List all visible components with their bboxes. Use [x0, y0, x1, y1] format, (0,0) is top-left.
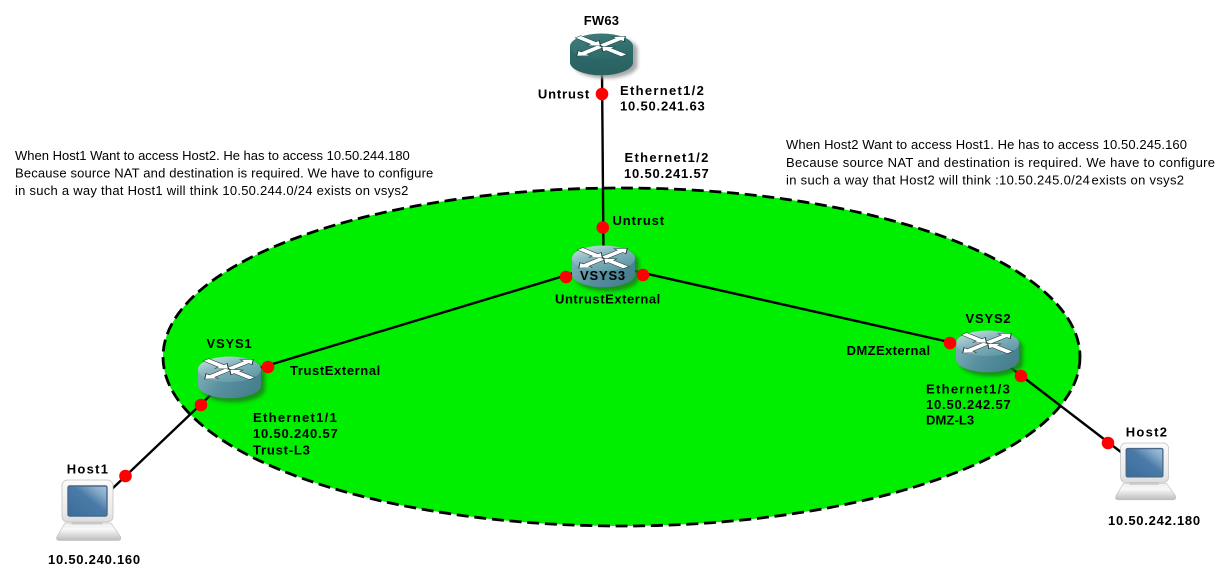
svg-text:DMZ-L3: DMZ-L3	[926, 413, 974, 428]
svg-text:Trust-L3: Trust-L3	[253, 442, 311, 457]
svg-text:10.50.241.63: 10.50.241.63	[620, 99, 706, 114]
svg-text:10.50.242.57: 10.50.242.57	[926, 397, 1012, 412]
svg-text:VSYS2: VSYS2	[966, 311, 1012, 326]
svg-text:Ethernet1/3: Ethernet1/3	[926, 382, 1011, 397]
svg-text:Ethernet1/2: Ethernet1/2	[620, 83, 705, 98]
svg-text:When Host2 Want to access Host: When Host2 Want to access Host1. He has …	[786, 137, 1187, 152]
svg-text:FW63: FW63	[584, 13, 619, 28]
svg-text:10.50.240.57: 10.50.240.57	[253, 426, 339, 441]
svg-text:VSYS3: VSYS3	[580, 268, 626, 283]
svg-text:TrustExternal: TrustExternal	[290, 363, 381, 378]
svg-text:Untrust: Untrust	[613, 213, 666, 228]
svg-text:DMZExternal: DMZExternal	[847, 343, 931, 358]
svg-text:Host2: Host2	[1126, 425, 1169, 440]
svg-text:in such a way that Host2 will: in such a way that Host2 will think :10.…	[786, 172, 1184, 187]
svg-text:Untrust: Untrust	[538, 87, 590, 102]
svg-text:Because source NAT and destina: Because source NAT and destination is re…	[786, 155, 1215, 170]
svg-text:Ethernet1/1: Ethernet1/1	[253, 410, 338, 425]
svg-text:in such a way that Host1 will: in such a way that Host1 will think 10.5…	[15, 183, 409, 198]
svg-text:VSYS1: VSYS1	[207, 336, 253, 351]
svg-text:10.50.241.57: 10.50.241.57	[624, 166, 710, 181]
svg-text:When Host1 Want to access Host: When Host1 Want to access Host2. He has …	[15, 148, 410, 163]
svg-text:UntrustExternal: UntrustExternal	[555, 292, 661, 307]
svg-text:Because source NAT and destina: Because source NAT and destination is re…	[15, 166, 433, 181]
svg-text:10.50.240.160: 10.50.240.160	[48, 552, 141, 567]
svg-text:Ethernet1/2: Ethernet1/2	[625, 150, 710, 165]
svg-text:10.50.242.180: 10.50.242.180	[1108, 513, 1201, 528]
svg-text:Host1: Host1	[67, 462, 110, 477]
